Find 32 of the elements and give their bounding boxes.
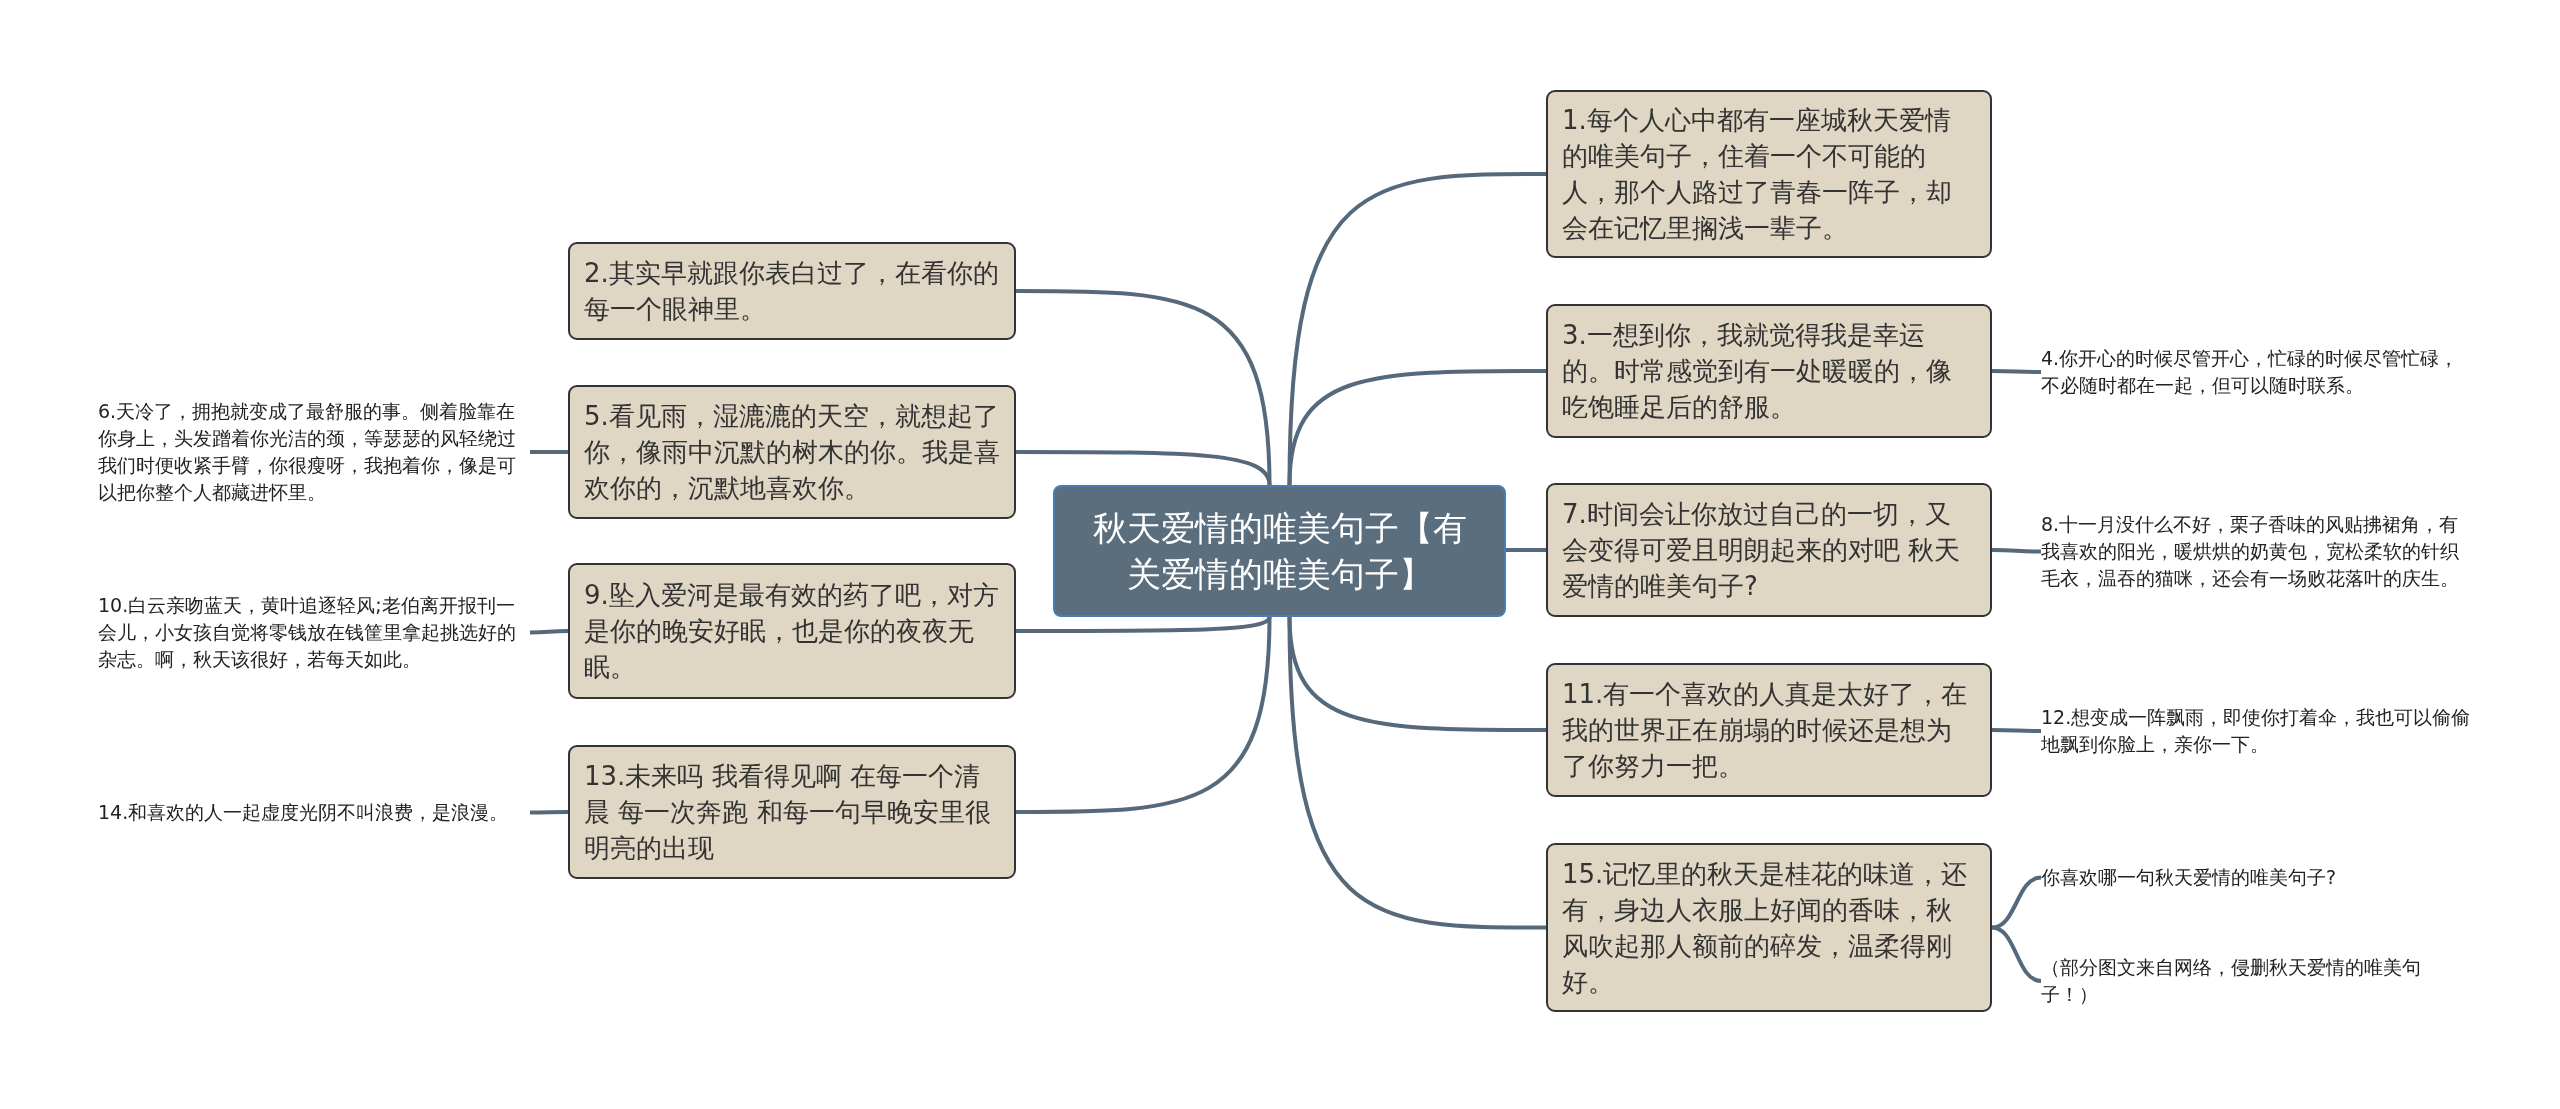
- topic-box: 2.其实早就跟你表白过了，在看你的每一个眼神里。: [568, 242, 1016, 340]
- topic-box: 3.一想到你，我就觉得我是幸运的。时常感觉到有一处暖暖的，像吃饱睡足后的舒服。: [1546, 304, 1992, 438]
- connector-line: [530, 450, 568, 454]
- connector-line: [1991, 925, 2042, 983]
- connector-line: [1287, 616, 1546, 930]
- connector-line: [1992, 548, 2041, 554]
- topic-box: 9.坠入爱河是最有效的药了吧，对方是你的晚安好眠，也是你的夜夜无眠。: [568, 563, 1016, 699]
- note-text: 你喜欢哪一句秋天爱情的唯美句子?: [2041, 863, 2471, 891]
- connector-line: [1991, 875, 2042, 930]
- topic-box: 1.每个人心中都有一座城秋天爱情的唯美句子，住着一个不可能的人，那个人路过了青春一阵子，却会在记忆里搁浅一辈子。: [1546, 90, 1992, 258]
- central-topic-box: 秋天爱情的唯美句子【有关爱情的唯美句子】: [1053, 485, 1506, 617]
- note-text: （部分图文来自网络，侵删秋天爱情的唯美句子！）: [2041, 954, 2471, 1008]
- connector-line: [1992, 728, 2041, 733]
- connector-line: [1016, 616, 1272, 814]
- topic-box: 7.时间会让你放过自己的一切，又会变得可爱且明朗起来的对吧 秋天爱情的唯美句子?: [1546, 483, 1992, 617]
- topic-box: 13.未来吗 我看得见啊 在每一个清晨 每一次奔跑 和每一句早晚安里很明亮的出现: [568, 745, 1016, 879]
- connector-line: [1287, 369, 1546, 486]
- connector-line: [1992, 369, 2041, 374]
- note-text: 6.天冷了，拥抱就变成了最舒服的事。侧着脸靠在你身上，头发蹭着你光洁的颈，等瑟瑟的风轻绕过我们时便收紧手臂，你很瘦呀，我抱着你，像是可以把你整个人都藏进怀里。: [98, 398, 530, 506]
- connector-line: [1506, 548, 1546, 552]
- note-text: 14.和喜欢的人一起虚度光阴不叫浪费，是浪漫。: [98, 798, 530, 826]
- note-text: 10.白云亲吻蓝天，黄叶追逐轻风;老伯离开报刊一会儿，小女孩自觉将零钱放在钱筐里拿起挑选好的杂志。啊，秋天该很好，若每天如此。: [98, 591, 530, 673]
- note-text: 4.你开心的时候尽管开心，忙碌的时候尽管忙碌，不必随时都在一起，但可以随时联系。: [2041, 345, 2471, 399]
- connector-line: [530, 629, 568, 635]
- connector-line: [1287, 172, 1546, 486]
- topic-box: 5.看见雨，湿漉漉的天空，就想起了你，像雨中沉默的树木的你。我是喜欢你的，沉默地喜欢你。: [568, 385, 1016, 519]
- connector-line: [530, 810, 568, 815]
- note-text: 12.想变成一阵飘雨，即使你打着伞，我也可以偷偷地飘到你脸上，亲你一下。: [2041, 704, 2471, 758]
- topic-box: 11.有一个喜欢的人真是太好了，在我的世界正在崩塌的时候还是想为了你努力一把。: [1546, 663, 1992, 797]
- topic-box: 15.记忆里的秋天是桂花的味道，还有，身边人衣服上好闻的香味，秋风吹起那人额前的碎发，温柔得刚好。: [1546, 843, 1992, 1012]
- note-text: 8.十一月没什么不好，栗子香味的风贴拂裙角，有我喜欢的阳光，暖烘烘的奶黄包，宽松柔软的针织毛衣，温吞的猫咪，还会有一场败花落叶的庆生。: [2041, 510, 2471, 592]
- connector-line: [1016, 450, 1272, 486]
